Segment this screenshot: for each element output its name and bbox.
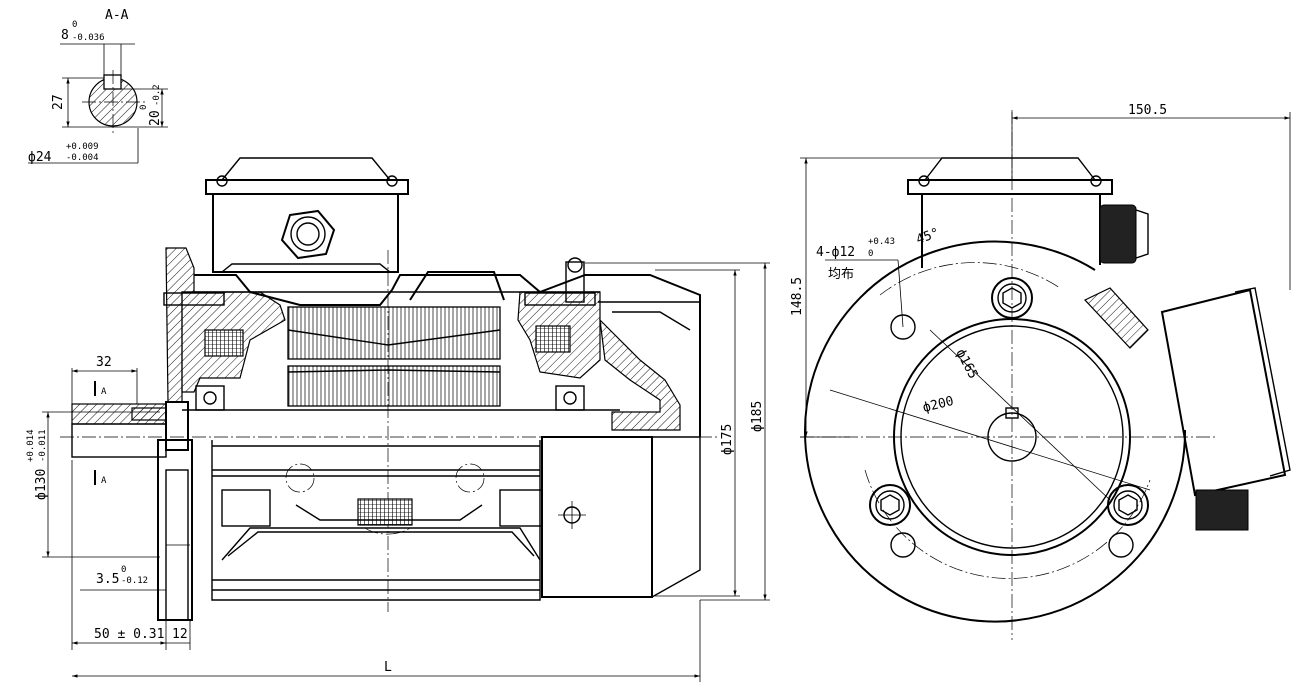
pcd-dim: ф165 [952, 347, 980, 382]
bolt-boss-right [1107, 484, 1149, 526]
angle-dim: 45° [914, 226, 941, 248]
winding-coil-right [535, 325, 571, 353]
terminal-box [205, 157, 409, 273]
mounting-hole-2 [890, 532, 916, 558]
front-view: A A 32 ф130 +0.014 -0.011 3.5 0 -0.12 50… [26, 157, 770, 682]
shaft-tol-upper: +0.009 [66, 142, 99, 152]
flange-dia-dim: ф185 [750, 401, 765, 432]
flat-height-dim: 20 [148, 110, 163, 126]
flange-outline [804, 240, 1187, 623]
bolt-boss-top [991, 277, 1033, 319]
spigot-tol-upper: +0.014 [26, 429, 36, 462]
flat-tol-lower: -0.2 [152, 84, 162, 106]
side-height-dim: 148.5 [790, 277, 805, 316]
outer-dia-dim: ф200 [921, 394, 955, 416]
fan-cover-dia-dim: ф175 [720, 424, 735, 455]
holes-tol-upper: +0.43 [868, 237, 895, 247]
section-a-a: A-A 8 0 -0.036 27 20 0 -0.2 ф24 +0.009 -… [28, 8, 168, 165]
side-width-dim: 150.5 [1128, 103, 1167, 118]
rotor-lower [211, 440, 543, 601]
side-view: 150.5 148.5 4-ф12 +0.43 0 均布 45° ф165 ф2… [790, 103, 1291, 640]
stator-core [287, 306, 501, 407]
shoulder-dim: 50 ± 0.31 [94, 627, 164, 642]
section-mark-bottom: A [101, 476, 107, 486]
section-title: A-A [105, 8, 129, 23]
cable-gland-rotated [1195, 489, 1249, 531]
keyway-depth-dim: 27 [51, 94, 66, 110]
shaft-length-dim: 32 [96, 355, 112, 370]
motor-shaft [71, 403, 167, 458]
flat-tol-upper: 0 [139, 105, 149, 110]
bearing-left [195, 385, 225, 411]
fan-cover [541, 436, 701, 598]
spigot-dia-dim: ф130 [34, 469, 49, 500]
winding-coil-left [204, 329, 244, 357]
flange-thickness-dim: 12 [172, 627, 188, 642]
key-width-tol-upper: 0 [72, 20, 77, 30]
keyway [103, 74, 122, 90]
mounting-hole-1 [890, 314, 916, 340]
top-bolt [565, 261, 585, 303]
shaft-dia-dim: ф24 [28, 150, 52, 165]
winding-coil-lower [357, 498, 413, 526]
terminal-box-rotated [1084, 287, 1291, 531]
cable-gland-nut [280, 209, 336, 260]
cable-gland [1099, 204, 1137, 264]
shaft-end [987, 412, 1037, 462]
terminal-box-side [907, 157, 1149, 268]
holes-note: 均布 [828, 267, 854, 282]
bolt-boss-left [869, 484, 911, 526]
key-width-dim: 8 [61, 28, 69, 43]
spigot-depth-dim: 3.5 [96, 572, 119, 587]
spigot-tol-lower: -0.011 [38, 429, 48, 462]
mounting-hole-3 [1108, 532, 1134, 558]
holes-tol-lower: 0 [868, 249, 873, 259]
shaft-tol-lower: -0.004 [66, 153, 99, 163]
tie-bolt-right [524, 292, 596, 306]
section-mark-top: A [101, 387, 107, 397]
spigot-depth-tol-lower: -0.12 [121, 576, 148, 586]
total-length-dim: L [384, 660, 392, 675]
tie-bolt-left [163, 292, 225, 306]
key-width-tol-lower: -0.036 [72, 33, 105, 43]
spigot-depth-tol-upper: 0 [121, 565, 126, 575]
holes-dim: 4-ф12 [816, 245, 855, 260]
bearing-right [555, 385, 585, 411]
